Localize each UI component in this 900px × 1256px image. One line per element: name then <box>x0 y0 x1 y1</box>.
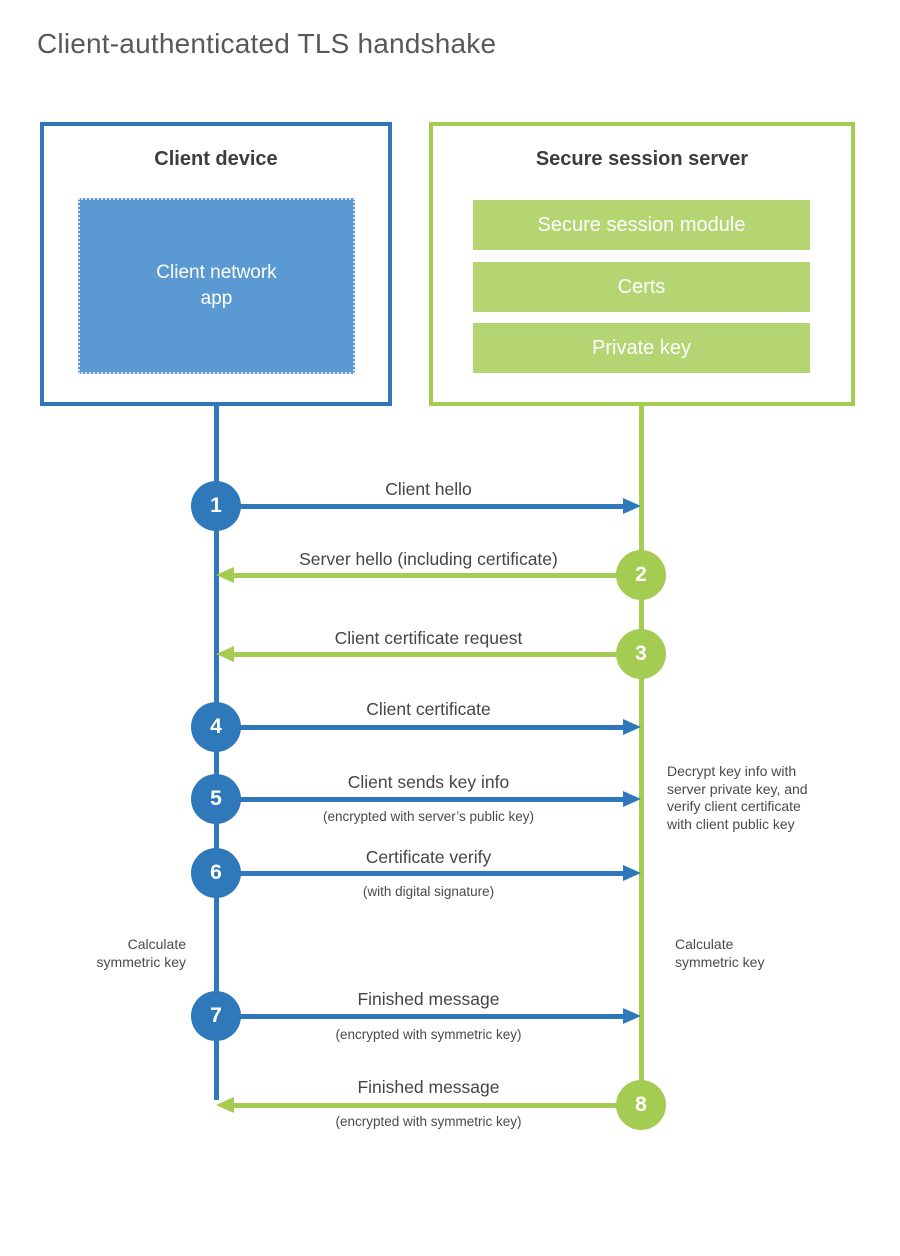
server-lifeline <box>638 404 644 1105</box>
step-4-circle: 4 <box>191 702 241 752</box>
private-key-bar: Private key <box>473 323 810 373</box>
step-2-circle: 2 <box>616 550 666 600</box>
page-title: Client-authenticated TLS handshake <box>37 28 497 59</box>
client-device-title: Client device <box>154 148 278 170</box>
step-3-arrow <box>234 651 641 657</box>
step-7-sublabel: (encrypted with symmetric key) <box>335 1027 522 1042</box>
calculate-symmetric-key-note-server: Calculate symmetric key <box>675 936 765 970</box>
certs-label: Certs <box>617 275 666 298</box>
secure-session-server-title: Secure session server <box>535 148 749 170</box>
client-network-app-box: Client network app <box>78 198 355 374</box>
secure-session-server-box: Secure session server Secure session mod… <box>429 122 855 406</box>
step-7-circle: 7 <box>191 991 241 1041</box>
step-8-circle: 8 <box>616 1080 666 1130</box>
secure-session-module-label: Secure session module <box>537 213 746 236</box>
client-network-app-label: Client network app <box>156 262 277 309</box>
step-8-arrowhead-icon <box>216 1097 234 1113</box>
step-1-arrowhead-icon <box>623 498 641 514</box>
step-5-sublabel: (encrypted with server’s public key) <box>322 809 535 824</box>
step-5-circle: 5 <box>191 774 241 824</box>
step-5-label: Client sends key info <box>347 772 510 792</box>
step-6-label: Certificate verify <box>365 847 492 867</box>
client-lifeline <box>213 404 219 1100</box>
step-5-arrowhead-icon <box>623 791 641 807</box>
step-6-sublabel: (with digital signature) <box>362 884 495 899</box>
step-4-number: 4 <box>210 715 222 738</box>
step-1-number: 1 <box>210 494 222 517</box>
step-8-label: Finished message <box>357 1077 500 1097</box>
step-6-number: 6 <box>210 861 222 884</box>
step-7-label: Finished message <box>357 989 500 1009</box>
step-2-label: Server hello (including certificate) <box>299 549 558 569</box>
step-2-arrowhead-icon <box>216 567 234 583</box>
calculate-symmetric-key-note-client: Calculate symmetric key <box>96 936 186 970</box>
step-4-arrow <box>216 724 623 730</box>
secure-session-module-bar: Secure session module <box>473 200 810 250</box>
step-8-number: 8 <box>635 1093 647 1116</box>
client-device-box: Client device Client network app <box>40 122 392 406</box>
step-7-arrow <box>216 1013 623 1019</box>
step-5-number: 5 <box>210 787 222 810</box>
step-4-label: Client certificate <box>366 699 491 719</box>
step-8-sublabel: (encrypted with symmetric key) <box>335 1114 522 1129</box>
step-3-label: Client certificate request <box>334 628 523 648</box>
step-2-number: 2 <box>635 563 647 586</box>
decrypt-key-info-note: Decrypt key info with server private key… <box>667 763 808 832</box>
step-3-arrowhead-icon <box>216 646 234 662</box>
step-3-number: 3 <box>635 642 647 665</box>
certs-bar: Certs <box>473 262 810 312</box>
step-6-arrow <box>216 870 623 876</box>
step-1-circle: 1 <box>191 481 241 531</box>
step-6-arrowhead-icon <box>623 865 641 881</box>
step-1-arrow <box>216 503 623 509</box>
step-6-circle: 6 <box>191 848 241 898</box>
step-1-label: Client hello <box>385 479 472 499</box>
private-key-label: Private key <box>592 336 691 359</box>
step-8-arrow <box>234 1102 641 1108</box>
step-7-number: 7 <box>210 1004 222 1027</box>
step-2-arrow <box>234 572 641 578</box>
step-5-arrow <box>216 796 623 802</box>
step-4-arrowhead-icon <box>623 719 641 735</box>
step-3-circle: 3 <box>616 629 666 679</box>
step-7-arrowhead-icon <box>623 1008 641 1024</box>
